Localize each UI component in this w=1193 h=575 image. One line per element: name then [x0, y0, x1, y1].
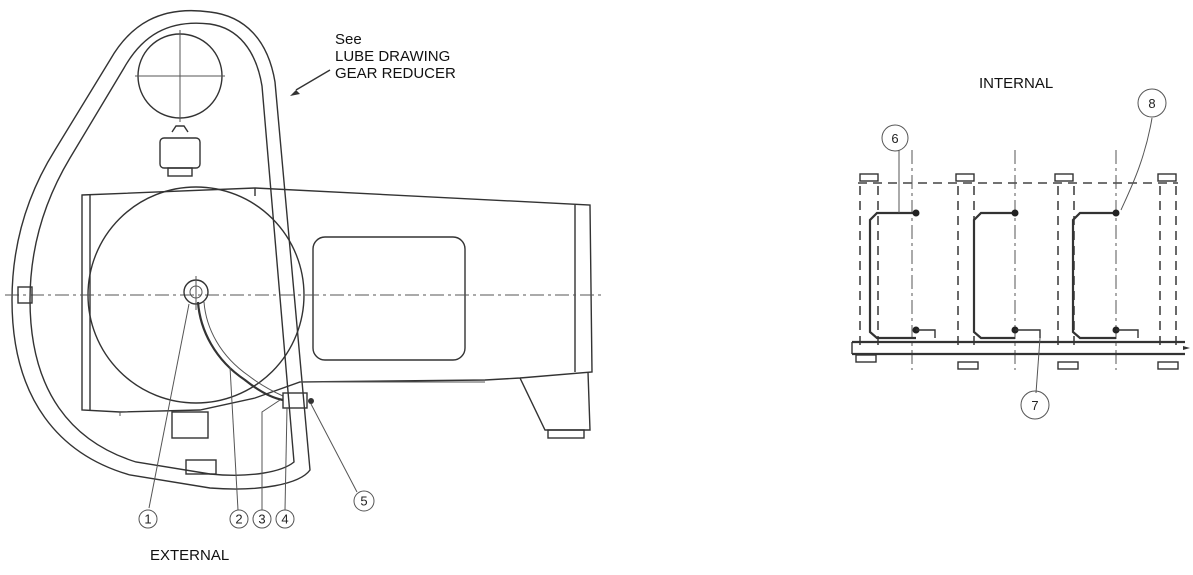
lube-hose-edge [203, 301, 284, 397]
lube-point-2a [1011, 209, 1019, 217]
foot-left [171, 411, 209, 439]
inspection-cover [312, 236, 466, 361]
leader-1 [148, 303, 190, 509]
external-view: 1 2 3 4 5 [5, 9, 605, 529]
callout-1: 1 [138, 509, 158, 529]
internal-view: 6 7 8 [851, 88, 1190, 420]
internal-view-title: INTERNAL [979, 75, 1054, 92]
see-note-line2: LUBE DRAWING [335, 48, 451, 65]
foot-right-pad [547, 429, 585, 439]
bearing-cap-bottom-2 [957, 361, 979, 370]
callout-2: 2 [229, 509, 249, 529]
breather-cap [171, 125, 189, 133]
see-note-line3: GEAR REDUCER [335, 65, 456, 82]
lube-hose [196, 301, 284, 402]
svg-text:5: 5 [360, 494, 367, 509]
guard-lug-bottom [185, 459, 217, 475]
bearing-cap-bottom-3 [1057, 361, 1079, 370]
svg-text:4: 4 [281, 512, 288, 527]
leader-4 [284, 407, 288, 511]
lube-block-fitting [308, 398, 314, 404]
foot-right [519, 371, 591, 431]
leader-7 [1035, 337, 1041, 394]
gear-3 [1071, 211, 1116, 340]
lube-point-3a [1112, 209, 1120, 217]
bearing-cap-top-4 [1157, 173, 1177, 182]
shaft-arrow [1183, 346, 1190, 350]
guard-lug-left [17, 286, 33, 304]
callout-6: 6 [881, 124, 909, 152]
lube-point-1a [912, 209, 920, 217]
callout-5: 5 [353, 490, 375, 512]
bearing-cap-top-1 [859, 173, 879, 182]
reducer-housing [81, 187, 593, 413]
lube-block [282, 392, 308, 409]
callout-7: 7 [1020, 390, 1050, 420]
leader-8 [1120, 117, 1153, 211]
callout-4: 4 [275, 509, 295, 529]
see-note-line1: See [335, 31, 362, 48]
gear-1 [868, 211, 916, 340]
callout-3: 3 [252, 509, 272, 529]
leader-2 [229, 366, 239, 511]
callout-8: 8 [1137, 88, 1167, 118]
bearing-cap-bottom-1 [855, 354, 877, 363]
svg-text:2: 2 [235, 512, 242, 527]
see-note-leader [295, 69, 331, 91]
svg-text:1: 1 [144, 512, 151, 527]
step-3 [1116, 329, 1139, 338]
step-1 [916, 329, 936, 338]
belt-guard-inner [29, 22, 295, 476]
breather-neck [167, 167, 193, 177]
bearing-cap-top-3 [1054, 173, 1074, 182]
external-view-title: EXTERNAL [150, 547, 230, 564]
gear-2 [972, 211, 1015, 340]
svg-text:6: 6 [891, 131, 898, 146]
leader-3 [261, 399, 281, 510]
step-2 [1015, 329, 1041, 338]
bearing-cap-top-2 [955, 173, 975, 182]
breather-block [159, 137, 201, 169]
leader-5 [310, 403, 358, 493]
bearing-cap-bottom-4 [1157, 361, 1179, 370]
svg-text:3: 3 [258, 512, 265, 527]
see-note-arrowhead [290, 90, 300, 96]
svg-text:7: 7 [1031, 398, 1038, 413]
belt-guard-outer [11, 9, 311, 490]
svg-text:8: 8 [1148, 96, 1155, 111]
